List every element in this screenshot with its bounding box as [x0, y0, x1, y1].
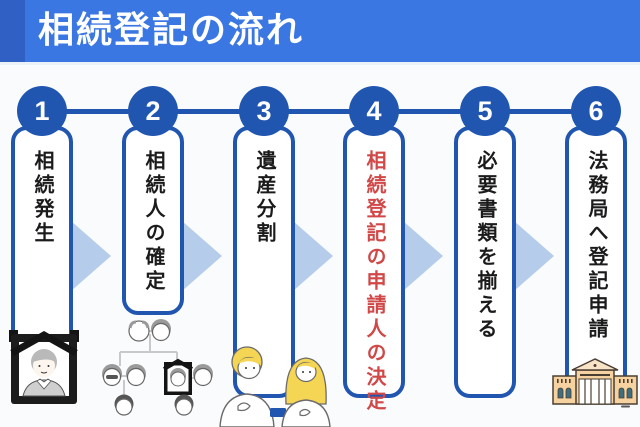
page-title: 相続登記の流れ	[38, 9, 305, 50]
government-building-illustration	[552, 358, 638, 408]
step-box-4: 相続登記の申請人の決定	[343, 126, 405, 414]
step-box-2: 相続人の確定	[122, 126, 184, 315]
step-number-badge-5: 5	[460, 86, 510, 136]
family-tree-illustration	[102, 319, 213, 416]
step-number-badge-2: 2	[128, 86, 178, 136]
step-number-badge-4: 4	[349, 86, 399, 136]
step-number-badge-6: 6	[571, 86, 621, 136]
two-people-discussing-illustration	[219, 346, 331, 427]
step-label-4: 相続登記の申請人の決定	[363, 150, 385, 414]
step-label-3: 遺産分割	[253, 150, 275, 246]
connector-line	[42, 109, 596, 114]
memorial-portrait-illustration	[9, 330, 79, 404]
step-number-badge-1: 1	[17, 86, 67, 136]
step-number-badge-3: 3	[239, 86, 289, 136]
step-label-6: 法務局へ登記申請	[585, 150, 607, 342]
header: 相続登記の流れ	[0, 0, 640, 65]
step-label-5: 必要書類を揃える	[474, 150, 496, 342]
step-label-2: 相続人の確定	[142, 150, 164, 294]
step-label-1: 相続発生	[31, 150, 53, 246]
header-accent-bar	[0, 0, 25, 62]
step-box-5: 必要書類を揃える	[454, 126, 516, 398]
